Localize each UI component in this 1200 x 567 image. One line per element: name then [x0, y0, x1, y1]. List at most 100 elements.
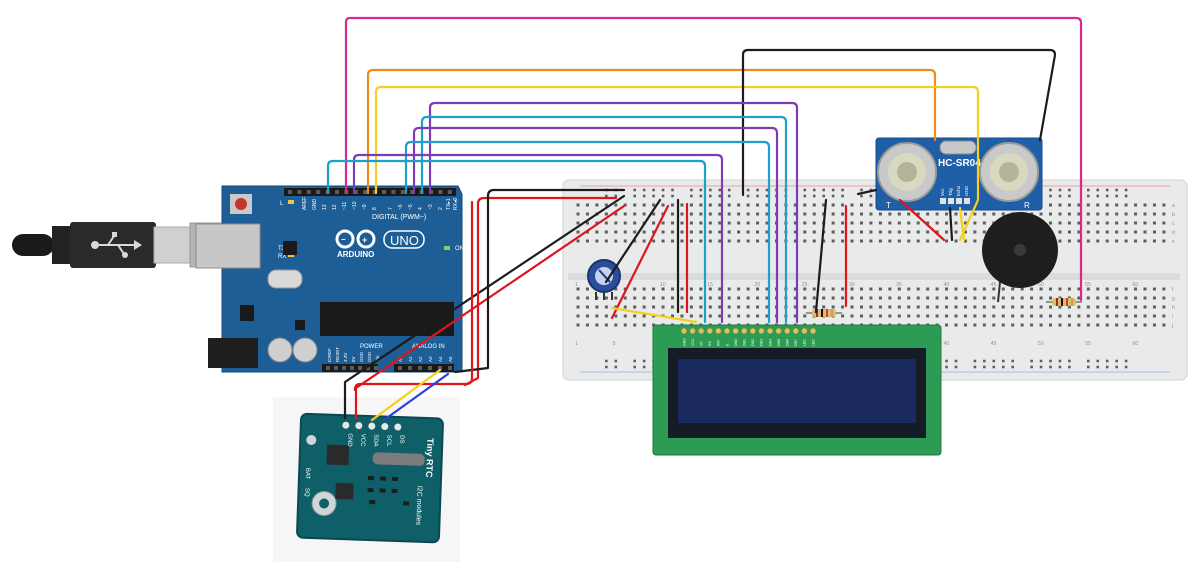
digital-header-label: DIGITAL (PWM~): [372, 214, 426, 221]
pin-label-gnd: GND: [312, 199, 318, 211]
wire-black[interactable]: [814, 198, 828, 314]
breadboard-column-number: 45: [991, 282, 997, 288]
pin-label-trig: Trig: [948, 188, 953, 196]
pin-label-10: ~10: [352, 201, 358, 210]
wire-cyan[interactable]: [404, 140, 771, 324]
potentiometer[interactable]: [587, 259, 621, 300]
capacitor: [292, 337, 318, 363]
wire-yellow[interactable]: [374, 85, 980, 242]
lcd-pin-label: DB3: [760, 339, 764, 346]
breadboard-column-number: 30: [849, 282, 855, 288]
pin-label-gnd: GND: [359, 351, 364, 362]
lcd-pin-label: VCC: [691, 338, 695, 346]
lcd-pin-label: E: [725, 343, 729, 346]
pin-label-aref: AREF: [302, 197, 308, 210]
resistor[interactable]: [806, 309, 842, 317]
pin-label-5v: 5V: [351, 356, 356, 362]
analog-header-label: ANALOG IN: [412, 344, 445, 350]
reset-button-cap[interactable]: [235, 198, 247, 210]
led-l: [288, 200, 294, 204]
usb-chip: [283, 241, 297, 255]
sensor-model: HC-SR04: [938, 158, 981, 169]
led-on-label: ON: [455, 246, 464, 252]
pin-label-a5: A5: [448, 356, 453, 362]
breadboard-column-number: 20: [755, 282, 761, 288]
lcd-pin-label: LED: [811, 339, 815, 346]
lcd-pin-label: RW: [717, 339, 721, 346]
pin-label-0: RX◂0: [453, 198, 459, 210]
pin-label-5: ~5: [408, 204, 414, 210]
breadboard-column-number: 35: [896, 282, 902, 288]
led-tx-label: TX: [278, 246, 286, 252]
wire-cyan[interactable]: [326, 159, 707, 324]
digital-header: [284, 188, 456, 196]
jumper-wires: [326, 16, 1083, 422]
led-on: [444, 246, 450, 250]
lcd-pin-label: DB4: [768, 339, 772, 346]
pin-label-1: TX▸1: [446, 198, 452, 210]
lcd-pin-label: RS: [708, 340, 712, 346]
arduino-model: UNO: [390, 233, 419, 248]
pin-label-3: ~3: [428, 204, 434, 210]
resistor[interactable]: [1046, 298, 1082, 306]
wire-black[interactable]: [343, 194, 626, 420]
usb-port: [195, 223, 261, 269]
pin-label-11: ~11: [342, 202, 348, 210]
lcd-pin-label: DB2: [751, 339, 755, 346]
pin-label-3v3: 3.3V: [343, 353, 348, 362]
wire-orange[interactable]: [366, 68, 937, 195]
pin-label-bat: BAT: [304, 468, 310, 480]
pin-label-a1: A1: [408, 356, 413, 362]
pin-label-gnd: GND: [964, 185, 969, 196]
power-header-label: POWER: [360, 344, 383, 350]
wire-cyan[interactable]: [420, 115, 788, 324]
wire-yellow[interactable]: [370, 368, 442, 422]
wire-black[interactable]: [856, 188, 878, 196]
breadboard-column-number: 1: [575, 282, 578, 288]
wire-black[interactable]: [948, 206, 954, 242]
breadboard-column-number: 10: [660, 282, 666, 288]
wire-yellow[interactable]: [958, 206, 966, 242]
wire-purple[interactable]: [412, 126, 779, 324]
sensor-pin-labels: Vcc Trig Echo GND: [940, 185, 969, 196]
breadboard-column-number: 5: [613, 341, 616, 347]
wire-yellow[interactable]: [610, 306, 698, 324]
lcd-pin-label: DB5: [777, 339, 781, 346]
pin-label-sq: SQ: [303, 488, 309, 497]
arduino-uno-board[interactable]: AREF GND 13 12 ~11 ~10 ~9 8 7 ~6 ~5 4 ~3…: [195, 185, 464, 373]
led-rx-label: RX: [278, 254, 286, 260]
pin-label-vin: Vin: [375, 355, 380, 362]
wire-red[interactable]: [353, 200, 474, 392]
wire-black[interactable]: [604, 198, 662, 284]
lcd-pin-label: GND: [682, 338, 686, 346]
piezo-buzzer[interactable]: [982, 212, 1058, 303]
wire-blue[interactable]: [382, 372, 450, 422]
wire-red[interactable]: [463, 196, 618, 387]
lcd-pin-label: DB6: [786, 339, 790, 346]
wire-black[interactable]: [453, 188, 626, 374]
ultrasonic-sensor[interactable]: HC-SR04 T R Vcc Trig Echo GND: [875, 137, 1043, 211]
wire-purple[interactable]: [428, 101, 799, 324]
pin-label-a2: A2: [418, 356, 423, 362]
wire-red[interactable]: [898, 198, 946, 242]
wire-magenta[interactable]: [344, 16, 1083, 302]
crystal: [267, 269, 303, 289]
digital-pin-labels: AREF GND 13 12 ~11 ~10 ~9 8 7 ~6 ~5 4 ~3…: [302, 197, 459, 210]
pin-label-vcc: Vcc: [940, 188, 945, 196]
lcd-pin-label: DB0: [734, 339, 738, 346]
lcd-pin-label: DB1: [743, 339, 747, 346]
wire-black[interactable]: [741, 48, 1057, 197]
breadboard-column-number: 55: [1085, 282, 1091, 288]
wire-red[interactable]: [610, 204, 670, 320]
pin-label-scl: SCL: [385, 435, 391, 448]
pin-label-gnd: GND: [346, 433, 352, 447]
pin-label-7: 7: [388, 207, 394, 210]
lcd-pin-label: V0: [700, 342, 704, 346]
pin-label-a4: A4: [438, 356, 443, 362]
rtc-chip: [326, 444, 350, 466]
breadboard-row-letter: e: [1172, 239, 1175, 245]
wire-purple[interactable]: [352, 153, 724, 324]
